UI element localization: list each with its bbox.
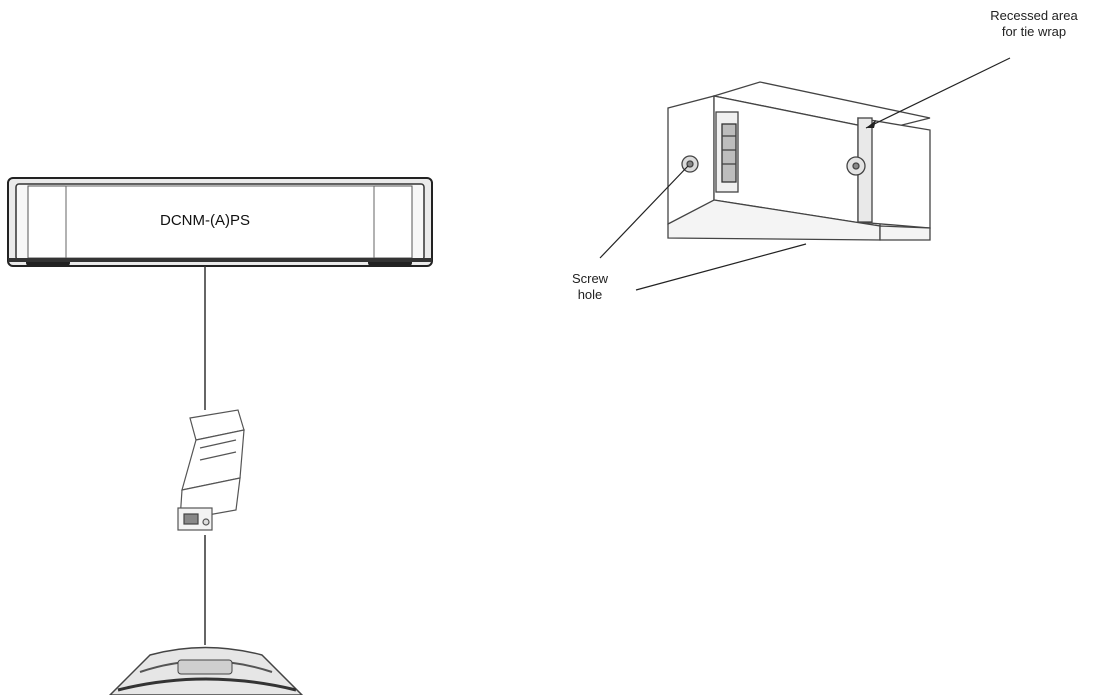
screw-callout-line — [599, 165, 689, 259]
cable-splitter-detail — [667, 81, 931, 241]
recessed-callout-arrow — [866, 120, 876, 128]
discussion-device-icon — [108, 646, 304, 695]
power-supply-label: DCNM-(A)PS — [160, 212, 250, 229]
recessed-label-line2: for tie wrap — [1001, 24, 1067, 39]
cable-splitter-icon — [177, 409, 245, 531]
screw-label-line1: Screw — [571, 271, 609, 286]
recessed-area-label: Recessed area for tie wrap — [970, 8, 1098, 40]
recessed-callout-line — [865, 57, 1011, 129]
screw-hole-label: Screw hole — [560, 271, 620, 303]
screw-label-line2: hole — [577, 287, 603, 302]
base-callout-line — [635, 243, 807, 291]
power-supply-unit — [7, 177, 433, 267]
recessed-label-line1: Recessed area — [990, 8, 1078, 23]
